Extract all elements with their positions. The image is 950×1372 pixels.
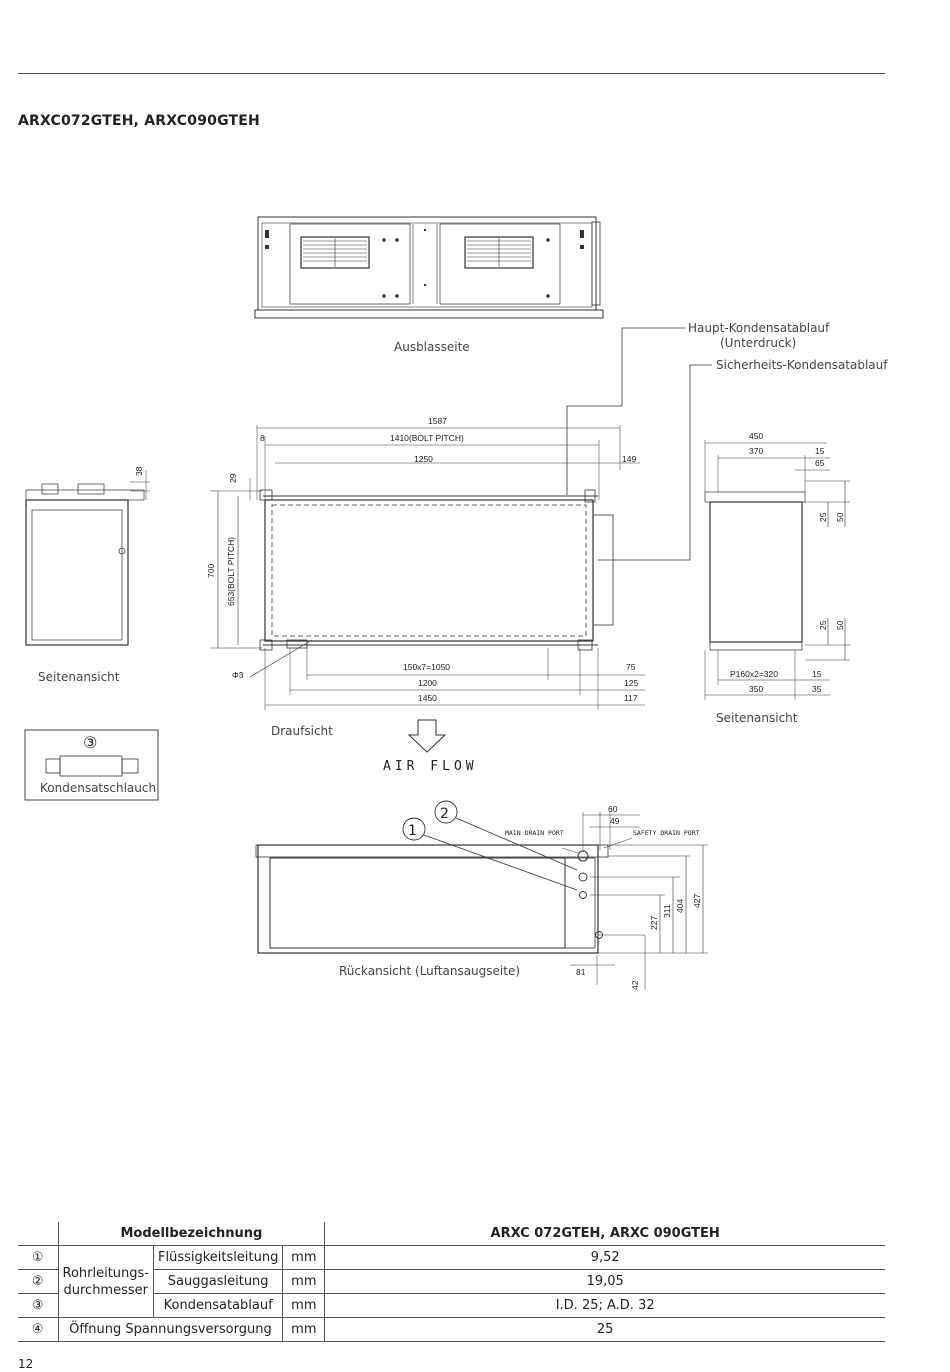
- table-header-value: ARXC 072GTEH, ARXC 090GTEH: [324, 1222, 885, 1246]
- row-value: 9,52: [324, 1245, 885, 1270]
- dim-75: 75: [626, 662, 636, 672]
- group-rohrleitungsdurchmesser: Rohrleitungs- durchmesser: [57, 1245, 154, 1318]
- label-seitenansicht-left: Seitenansicht: [38, 670, 120, 684]
- row-unit: mm: [282, 1269, 325, 1294]
- row-num: ④: [18, 1317, 58, 1342]
- label-kondensatschlauch: Kondensatschlauch: [40, 781, 156, 795]
- row-value: 19,05: [324, 1269, 885, 1294]
- row-num: ①: [18, 1245, 58, 1270]
- spec-table: Modellbezeichnung ARXC 072GTEH, ARXC 090…: [18, 1222, 885, 1342]
- dim-227: 227: [649, 916, 659, 930]
- dim-1200: 1200: [418, 678, 437, 688]
- technical-drawing: Ausblasseite Haupt-Kondensatablauf (Unte…: [24, 216, 888, 990]
- row-unit: mm: [282, 1293, 325, 1318]
- front-view: [254, 216, 604, 319]
- airflow-arrow-icon: [407, 719, 447, 753]
- dim-25-upper: 25: [818, 512, 828, 522]
- dim-150x7: 150x7=1050: [403, 662, 450, 672]
- label-sicherheits-kondensatablauf: Sicherheits-Kondensatablauf: [716, 358, 888, 372]
- dim-149: 149: [622, 454, 636, 464]
- row-label: Kondensatablauf: [152, 1293, 283, 1318]
- dim-311: 311: [662, 904, 672, 918]
- table-header-model: Modellbezeichnung: [57, 1222, 325, 1246]
- callout-2: 2: [440, 806, 449, 822]
- row-unit: mm: [282, 1317, 325, 1342]
- dim-65: 65: [815, 458, 825, 468]
- label-main-drain-port: MAIN DRAIN PORT: [505, 829, 564, 837]
- page-title: ARXC072GTEH, ARXC090GTEH: [18, 113, 260, 129]
- row-label: Sauggasleitung: [152, 1269, 283, 1294]
- page-number: 12: [18, 1357, 34, 1371]
- dim-phi3: Φ3: [232, 670, 244, 680]
- dim-8: 8: [260, 433, 265, 443]
- dim-25-lower: 25: [818, 620, 828, 630]
- dim-15-top: 15: [815, 446, 825, 456]
- dim-49: 49: [610, 816, 620, 826]
- dim-450: 450: [749, 431, 763, 441]
- top-view: [210, 425, 645, 710]
- row-num: ③: [18, 1293, 58, 1318]
- table-row: ① Rohrleitungs- durchmesser Flüssigkeits…: [18, 1245, 885, 1318]
- row-value: I.D. 25; A.D. 32: [324, 1293, 885, 1318]
- dim-700: 700: [206, 564, 216, 578]
- dim-29: 29: [228, 473, 238, 483]
- dim-1410: 1410(BOLT PITCH): [390, 433, 464, 443]
- right-side-view: [704, 440, 850, 700]
- dim-35: 35: [812, 684, 822, 694]
- callout-1: 1: [408, 823, 417, 839]
- label-air-flow: AIR FLOW: [383, 759, 478, 774]
- dim-1587: 1587: [428, 416, 447, 426]
- dim-427: 427: [692, 894, 702, 908]
- dim-125: 125: [624, 678, 638, 688]
- dim-404: 404: [675, 899, 685, 913]
- row-value: 25: [324, 1317, 885, 1342]
- label-rueckansicht: Rückansicht (Luftansaugseite): [339, 964, 520, 978]
- kondensatschlauch-box: [24, 729, 159, 801]
- left-side-view: [25, 470, 150, 646]
- row-label: Öffnung Spannungsversorgung: [57, 1317, 283, 1342]
- row-label: Flüssigkeitsleitung: [152, 1245, 283, 1270]
- dim-60: 60: [608, 804, 618, 814]
- dim-117: 117: [624, 693, 638, 703]
- label-haupt-kondensatablauf: Haupt-Kondensatablauf: [688, 321, 830, 335]
- row-num: ②: [18, 1269, 58, 1294]
- row-unit: mm: [282, 1245, 325, 1270]
- dim-81: 81: [576, 967, 586, 977]
- dim-p160x2: P160x2=320: [730, 669, 778, 679]
- label-draufsicht: Draufsicht: [271, 724, 333, 738]
- dim-42: 42: [630, 980, 640, 990]
- dim-38: 38: [134, 466, 144, 476]
- dim-15-bottom: 15: [812, 669, 822, 679]
- header-rule: [18, 73, 885, 74]
- dim-370: 370: [749, 446, 763, 456]
- label-ausblasseite: Ausblasseite: [394, 340, 470, 354]
- label-safety-drain-port: SAFETY DRAIN PORT: [633, 829, 700, 837]
- circle-3-marker: ③: [83, 733, 97, 752]
- dim-50-upper: 50: [835, 512, 845, 522]
- label-seitenansicht-right: Seitenansicht: [716, 711, 798, 725]
- table-row: ④ Öffnung Spannungsversorgung mm 25: [18, 1317, 885, 1342]
- dim-653: 653(BOLT PITCH): [226, 537, 236, 606]
- dim-1250: 1250: [414, 454, 433, 464]
- dim-50-lower: 50: [835, 620, 845, 630]
- table-row: ③ Kondensatablauf mm I.D. 25; A.D. 32: [18, 1293, 885, 1318]
- table-row: ② Sauggasleitung mm 19,05: [18, 1269, 885, 1294]
- dim-350: 350: [749, 684, 763, 694]
- rear-view: [255, 800, 708, 990]
- dim-1450: 1450: [418, 693, 437, 703]
- label-unterdruck: (Unterdruck): [720, 336, 796, 350]
